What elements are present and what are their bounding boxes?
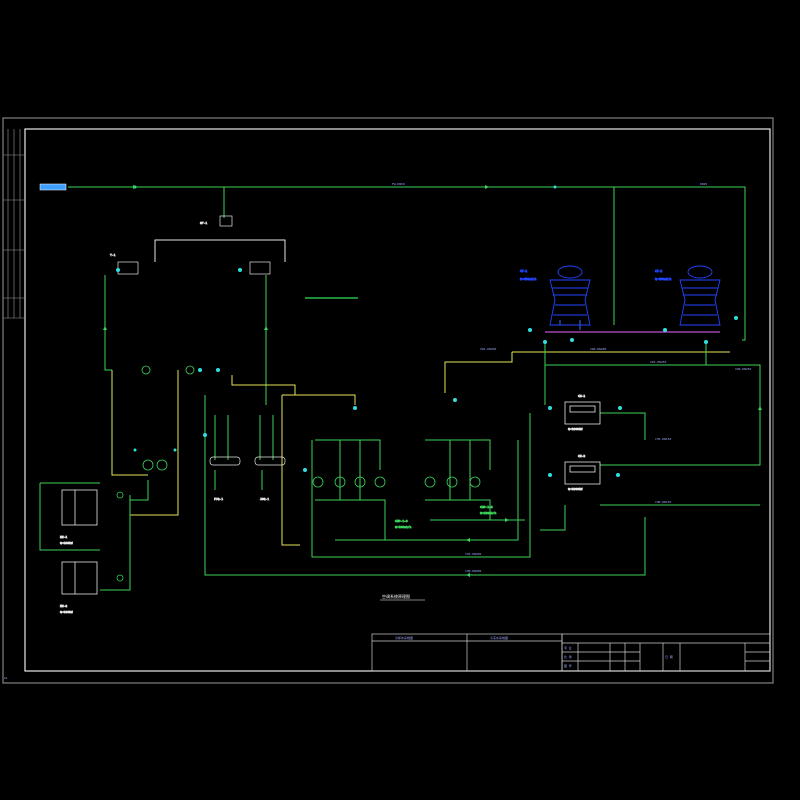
cooling-tower-1: CT-1 Q=400m3/h <box>520 265 591 326</box>
svg-text:CWP-1~3: CWP-1~3 <box>480 505 493 509</box>
svg-text:EH-2: EH-2 <box>60 604 67 608</box>
pipe-ch1-out <box>600 412 646 440</box>
expansion-tank-right <box>249 261 271 275</box>
label-cws-2: CWS-DN250 <box>650 360 666 364</box>
label-fw-main: FW-DN50 <box>392 182 405 186</box>
distributor-1: FJQ-1 <box>209 456 241 501</box>
chiller-2: CH-2 Q=1000kW <box>564 454 601 491</box>
title-block <box>371 633 771 672</box>
pipe-chr <box>311 413 531 558</box>
svg-text:Q=400m3/h: Q=400m3/h <box>655 277 671 281</box>
chiller-1: CH-1 Q=1000kW <box>564 394 601 431</box>
svg-text:T-1: T-1 <box>110 253 116 257</box>
boiler-1: EH-1 Q=100kW <box>60 489 98 545</box>
label-cws-1: CWS-DN200 <box>480 347 496 351</box>
title-right-cell-4: 日 期 <box>665 654 673 659</box>
cooling-tower-2: CT-2 Q=400m3/h <box>655 265 721 326</box>
pipe-hw-right <box>130 370 179 516</box>
label-cwr-1: CWR-DN200 <box>590 347 606 351</box>
svg-text:CHP-1~3: CHP-1~3 <box>395 519 408 523</box>
label-chs-2: CHS-DN200 <box>465 552 481 556</box>
label-chr-1: CHR-DN150 <box>655 500 671 504</box>
pipe-pump2-return <box>425 499 491 520</box>
boiler-2: EH-2 Q=100kW <box>60 561 98 614</box>
pipe-network <box>39 186 761 591</box>
title-right-cell-2: 比 例 <box>564 654 572 659</box>
svg-text:CH-2: CH-2 <box>578 454 585 458</box>
title-cell-1: 冷却水系统图 <box>395 635 413 640</box>
svg-text:CT-2: CT-2 <box>655 269 662 273</box>
label-fw-main-right: DN25 <box>700 182 707 186</box>
svg-text:JSQ-1: JSQ-1 <box>260 497 269 501</box>
svg-text:Q=180m3/h: Q=180m3/h <box>395 525 411 529</box>
pump-group-hw <box>116 365 195 582</box>
svg-text:Q=100kW: Q=100kW <box>60 610 73 614</box>
pipe-left-riser <box>104 275 112 371</box>
title-cell-2: 冷冻水系统图 <box>490 635 508 640</box>
pipe-cwr-link2 <box>540 505 566 531</box>
distributor-2: JSQ-1 <box>254 456 286 501</box>
svg-text:Q=1000kW: Q=1000kW <box>568 427 583 431</box>
pipe-exp-loop <box>154 239 286 262</box>
pipe-eh-loop2 <box>100 495 131 591</box>
svg-text:Q=220m3/h: Q=220m3/h <box>480 511 496 515</box>
svg-text:CT-1: CT-1 <box>520 269 527 273</box>
label-chr-2: CHR-DN200 <box>465 569 481 573</box>
pipe-fw-main <box>68 186 746 341</box>
softener-tag: SF-1 <box>200 221 207 225</box>
svg-text:Q=100kW: Q=100kW <box>60 541 73 545</box>
sheet-corner-label: A1 <box>4 676 8 680</box>
expansion-tank-left: T-1 <box>110 253 139 275</box>
water-inlet-symbol <box>39 183 67 191</box>
pipe-cws-right <box>600 364 761 466</box>
pipe-hw-header <box>282 394 356 405</box>
valve-markers <box>116 185 738 477</box>
svg-text:Q=1000kW: Q=1000kW <box>568 487 583 491</box>
title-right-cell-1: 专 业 <box>564 645 572 650</box>
pump-group-chw: CHP-1~3 Q=180m3/h <box>312 476 412 529</box>
pipe-hw-top <box>231 375 296 395</box>
pump-group-cw: CWP-1~3 Q=220m3/h <box>424 476 497 515</box>
svg-text:CH-1: CH-1 <box>578 394 585 398</box>
title-right-cell-3: 图 号 <box>564 663 572 668</box>
pipe-eh-loop1 <box>39 483 100 551</box>
svg-text:FJQ-1: FJQ-1 <box>214 497 223 501</box>
svg-text:EH-1: EH-1 <box>60 535 67 539</box>
pipe-hw-down <box>281 395 300 546</box>
flow-arrows <box>103 185 762 577</box>
pipe-pump1-header <box>315 439 381 470</box>
pipe-eh-link <box>130 480 149 501</box>
label-chs-1: CHS-DN150 <box>655 437 671 441</box>
label-cwr-2: CWR-DN250 <box>735 367 751 371</box>
pipe-dist-risers <box>214 415 274 460</box>
pipe-hw-cw <box>444 352 513 393</box>
pipe-chs <box>335 440 519 541</box>
pipe-labels: FW-DN50 DN25 CWS-DN200 CWS-DN250 CWR-DN2… <box>392 182 751 573</box>
svg-text:Q=400m3/h: Q=400m3/h <box>520 277 536 281</box>
pipe-pump2-header <box>425 439 491 470</box>
pipe-pump1-return <box>315 499 386 540</box>
pipe-main-return <box>204 395 646 576</box>
drawing-title: 空调系统原理图 <box>382 593 410 599</box>
pipe-hw-left <box>111 370 148 476</box>
softener-unit: SF-1 <box>200 215 233 227</box>
